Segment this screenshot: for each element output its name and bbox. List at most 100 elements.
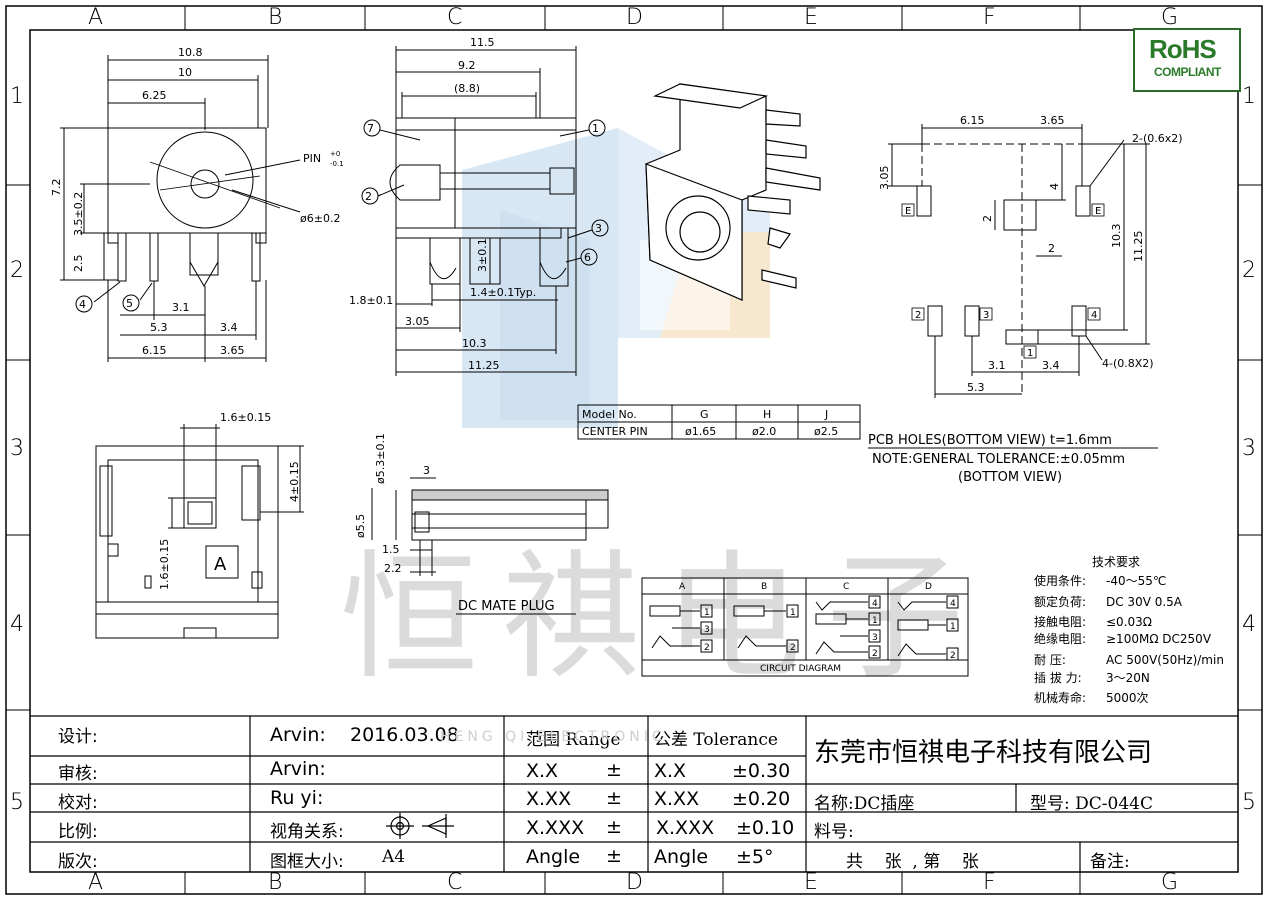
zone-letter: C — [447, 870, 463, 895]
circuit-labels: A B C D CIRCUIT DIAGRAM 1 3 2 1 2 4 1 3 … — [679, 582, 956, 674]
svg-text:CIRCUIT DIAGRAM: CIRCUIT DIAGRAM — [760, 664, 841, 674]
title-block-grid — [30, 715, 1238, 872]
zone-number: 3 — [1242, 436, 1256, 461]
svg-text:2: 2 — [790, 643, 796, 653]
zone-letter: F — [983, 870, 996, 895]
svg-text:9.2: 9.2 — [458, 59, 476, 72]
designer-name: Arvin: — [270, 724, 326, 746]
range-row: X.X — [526, 760, 559, 782]
faint-watermark-text: HENG QI ELECTRONIC — [440, 729, 666, 745]
range-row: Angle — [526, 846, 581, 868]
svg-text:G: G — [700, 408, 709, 421]
svg-text:E: E — [905, 206, 911, 217]
svg-text:4: 4 — [79, 298, 86, 311]
svg-text:ø1.65: ø1.65 — [685, 425, 716, 438]
svg-text:ø5.5: ø5.5 — [354, 514, 367, 538]
svg-text:CENTER PIN: CENTER PIN — [582, 425, 648, 438]
svg-text:3.65: 3.65 — [220, 344, 245, 357]
bottom-view-labels: 1.6±0.15 4±0.15 1.6±0.15 A — [158, 411, 301, 590]
svg-text:2: 2 — [1048, 242, 1055, 255]
svg-text:5.3: 5.3 — [967, 381, 985, 394]
svg-text:(8.8): (8.8) — [454, 82, 480, 95]
svg-text:≤0.03Ω: ≤0.03Ω — [1106, 615, 1152, 629]
svg-text:4: 4 — [1091, 310, 1097, 321]
zone-letter: B — [268, 870, 283, 895]
svg-text:H: H — [763, 408, 771, 421]
tol-key: X.X — [654, 760, 687, 782]
svg-text:3.4: 3.4 — [220, 321, 238, 334]
svg-text:6: 6 — [584, 251, 591, 264]
zone-letter: F — [983, 5, 996, 30]
svg-text:3: 3 — [423, 464, 430, 477]
part-number-label: 料号: — [814, 822, 854, 842]
svg-text:3.65: 3.65 — [1040, 114, 1065, 127]
zone-letter: G — [1161, 5, 1179, 30]
zone-number: 1 — [10, 84, 24, 109]
zone-letter: B — [268, 5, 283, 30]
svg-text:绝缘电阻:: 绝缘电阻: — [1034, 631, 1086, 646]
svg-text:PCB HOLES(BOTTOM VIEW) t=1.6mm: PCB HOLES(BOTTOM VIEW) t=1.6mm — [868, 433, 1112, 448]
svg-text:3: 3 — [595, 222, 602, 235]
svg-text:C: C — [843, 582, 849, 592]
side-view — [361, 46, 609, 376]
zone-letter: D — [626, 870, 643, 895]
svg-text:A: A — [679, 582, 686, 592]
svg-text:A: A — [214, 554, 227, 575]
svg-text:NOTE:GENERAL TOLERANCE:±0.05mm: NOTE:GENERAL TOLERANCE:±0.05mm — [872, 452, 1125, 467]
bottom-view — [95, 424, 304, 639]
watermark-text: 恒祺电子 — [340, 537, 988, 698]
svg-text:6.15: 6.15 — [142, 344, 167, 357]
pcb-view-labels: 6.15 3.65 3.05 4 2 2 10.3 11.25 3.1 3.4 … — [878, 114, 1183, 394]
front-view — [60, 55, 301, 362]
part-name: 名称:DC插座 — [814, 794, 915, 814]
svg-text:PIN: PIN — [303, 152, 321, 165]
svg-text:2: 2 — [872, 649, 878, 659]
svg-text:DC MATE PLUG: DC MATE PLUG — [458, 599, 555, 614]
svg-text:Model No.: Model No. — [582, 408, 637, 421]
svg-text:2: 2 — [365, 190, 372, 203]
range-row: X.XX — [526, 788, 572, 810]
range-pm: ± — [606, 759, 622, 781]
tol-key: X.XXX — [656, 817, 715, 839]
svg-text:1.6±0.15: 1.6±0.15 — [158, 539, 171, 590]
svg-text:1: 1 — [950, 622, 956, 632]
label-version: 版次: — [58, 852, 98, 872]
inner-border — [29, 29, 1239, 873]
svg-text:使用条件:: 使用条件: — [1034, 573, 1086, 588]
svg-text:4: 4 — [950, 599, 956, 609]
svg-text:3: 3 — [704, 625, 710, 635]
frame-size-value: A4 — [382, 847, 406, 867]
zone-letter: A — [88, 5, 104, 30]
svg-text:1: 1 — [790, 608, 796, 618]
svg-text:-0.1: -0.1 — [330, 160, 344, 168]
svg-text:4-(0.8X2): 4-(0.8X2) — [1102, 357, 1154, 370]
zone-number: 4 — [10, 612, 24, 637]
svg-text:11.5: 11.5 — [470, 36, 495, 49]
svg-text:2: 2 — [915, 310, 921, 321]
zone-number: 5 — [1242, 790, 1256, 815]
zone-letter: G — [1161, 870, 1179, 895]
svg-text:7: 7 — [367, 122, 374, 135]
zone-number: 4 — [1242, 612, 1256, 637]
svg-text:1.8±0.1: 1.8±0.1 — [349, 294, 393, 307]
svg-text:机械寿命:: 机械寿命: — [1034, 690, 1086, 705]
zone-number: 1 — [1242, 84, 1256, 109]
svg-text:插 拔 力:: 插 拔 力: — [1034, 670, 1082, 685]
zone-number: 2 — [1242, 258, 1256, 283]
svg-text:4: 4 — [1048, 183, 1061, 190]
svg-text:10.8: 10.8 — [178, 46, 203, 59]
svg-text:(BOTTOM VIEW): (BOTTOM VIEW) — [958, 470, 1062, 485]
svg-text:ø2.5: ø2.5 — [814, 425, 838, 438]
svg-text:≥100MΩ DC250V: ≥100MΩ DC250V — [1106, 632, 1212, 646]
zone-letter: E — [804, 870, 818, 895]
svg-text:3: 3 — [983, 310, 989, 321]
tol-value: ±0.20 — [732, 788, 791, 810]
label-design: 设计: — [58, 727, 98, 747]
svg-text:ø2.0: ø2.0 — [752, 425, 776, 438]
tol-value: ±5° — [736, 846, 774, 868]
front-view-labels: 10.8 10 6.25 7.2 3.5±0.2 2.5 PIN +0 -0.1… — [50, 46, 344, 357]
range-pm: ± — [606, 816, 622, 838]
svg-text:5000次: 5000次 — [1106, 691, 1149, 705]
design-date: 2016.03.08 — [350, 724, 459, 746]
